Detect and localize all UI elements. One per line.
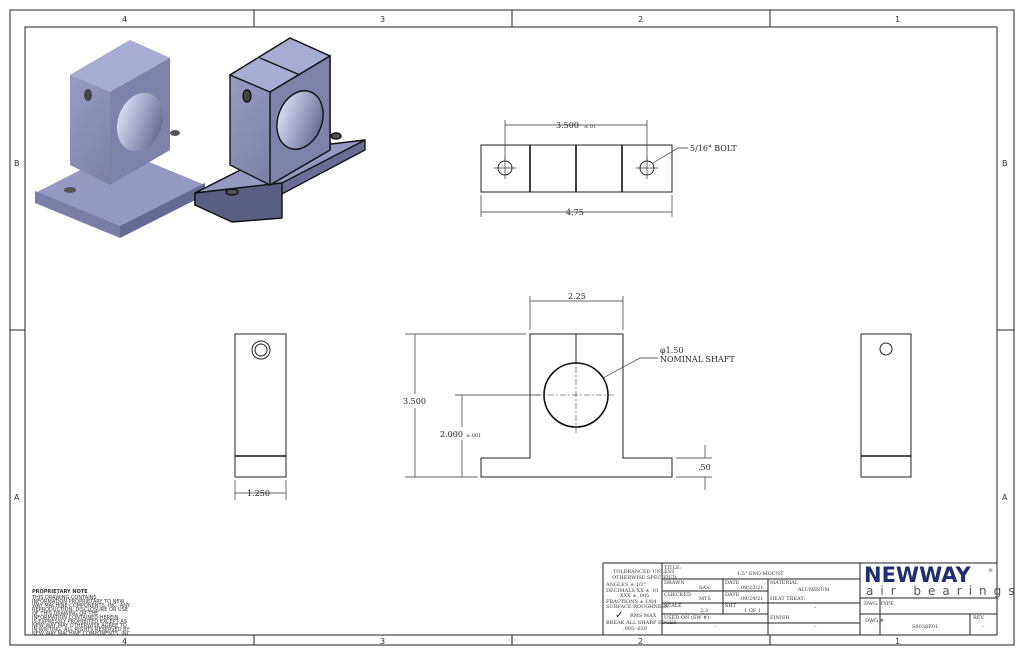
svg-text:B: B xyxy=(1002,159,1008,168)
svg-text:SHT: SHT xyxy=(725,603,737,609)
svg-text:CHECKED: CHECKED xyxy=(664,592,691,598)
svg-text:1 OF 1: 1 OF 1 xyxy=(744,608,761,614)
svg-text:FINISH: FINISH xyxy=(770,615,790,621)
dim-side-width: 1.250 xyxy=(247,489,270,498)
svg-text:±.01: ±.01 xyxy=(584,124,596,130)
drawing-title: 1.5" END MOUNT xyxy=(737,571,784,577)
svg-text:REV.: REV. xyxy=(973,615,985,621)
svg-text:–: – xyxy=(714,624,717,630)
left-side-view: 1.250 xyxy=(234,333,287,500)
drawing-number: S8038E01 xyxy=(912,624,938,630)
dim-length: 4.75 xyxy=(566,208,584,217)
shaft-note: NOMINAL SHAFT xyxy=(660,355,735,364)
svg-text:4: 4 xyxy=(122,15,127,24)
svg-text:±.001: ±.001 xyxy=(466,433,481,439)
svg-text:DATE: DATE xyxy=(725,580,740,586)
svg-text:ALUMINUM: ALUMINUM xyxy=(797,587,830,593)
svg-text:MTS: MTS xyxy=(699,596,711,602)
svg-text:NEW WAY MACHINE COMPONENTS, IN: NEW WAY MACHINE COMPONENTS, INC. xyxy=(32,631,132,637)
svg-text:DWG. TYPE: DWG. TYPE xyxy=(864,601,894,607)
svg-text:OTHERWISE SPECIFIED: OTHERWISE SPECIFIED xyxy=(612,575,676,581)
svg-text:2: 2 xyxy=(638,15,643,24)
svg-text:SURFACE ROUGHNESS: SURFACE ROUGHNESS xyxy=(606,604,669,610)
svg-text:INFORMATION PROPRIETARY TO NEW: INFORMATION PROPRIETARY TO NEW xyxy=(32,599,125,605)
svg-text:TITLE:: TITLE: xyxy=(664,565,682,571)
svg-text:air bearings: air bearings xyxy=(866,584,1022,598)
dim-bolt-spacing: 3.500 xyxy=(556,121,579,130)
svg-text:SCALE: SCALE xyxy=(664,603,682,609)
isometric-view-shaded xyxy=(35,40,205,238)
svg-text:2:3: 2:3 xyxy=(700,608,708,614)
bolt-note: 5/16" BOLT xyxy=(690,144,737,153)
svg-text:✓: ✓ xyxy=(615,610,623,621)
svg-text:OF THIS DRAWING OR THE: OF THIS DRAWING OR THE xyxy=(32,611,98,617)
svg-text:ANGLES ± 1/2°: ANGLES ± 1/2° xyxy=(605,582,647,588)
svg-text:1: 1 xyxy=(895,637,900,646)
svg-text:REPRODUCTION, DISCLOSURE OR US: REPRODUCTION, DISCLOSURE OR USE xyxy=(32,607,128,613)
svg-text:RMS MAX: RMS MAX xyxy=(630,613,657,619)
dim-upright-width: 2.25 xyxy=(568,292,586,301)
svg-text:3: 3 xyxy=(380,15,385,24)
svg-text:DRAWN: DRAWN xyxy=(664,580,685,586)
svg-text:SAS: SAS xyxy=(699,585,710,591)
svg-text:08/23/21: 08/23/21 xyxy=(741,585,763,591)
svg-text:USED ON (SW #):: USED ON (SW #): xyxy=(664,614,711,621)
svg-text:XXX ± .005: XXX ± .005 xyxy=(620,593,649,599)
title-block: TOLERANCED UNLESS OTHERWISE SPECIFIED AN… xyxy=(602,562,1022,636)
svg-text:09/24/21: 09/24/21 xyxy=(741,596,763,602)
shaft-diameter: φ1.50 xyxy=(660,346,683,355)
svg-text:MATERIAL: MATERIAL xyxy=(770,580,799,586)
svg-text:FRACTIONS ± 1/64: FRACTIONS ± 1/64 xyxy=(606,599,656,605)
svg-text:1: 1 xyxy=(895,15,900,24)
sheet-border xyxy=(9,9,1015,646)
svg-text:DATE: DATE xyxy=(725,592,740,598)
svg-text:PROPRIETARY NOTE: PROPRIETARY NOTE xyxy=(32,589,88,595)
dim-center-height: 2.000 xyxy=(440,430,463,439)
svg-text:3: 3 xyxy=(380,637,385,646)
svg-text:DECIMALS XX ± .01: DECIMALS XX ± .01 xyxy=(606,588,659,594)
svg-text:HEAT TREAT:: HEAT TREAT: xyxy=(770,596,806,602)
svg-text:IS EXPRESSLY PROHIBITED EXCEPT: IS EXPRESSLY PROHIBITED EXCEPT AS xyxy=(32,619,127,625)
svg-text:WAY MACHINE COMPONENTS, INC. A: WAY MACHINE COMPONENTS, INC. ANY xyxy=(32,603,131,609)
svg-text:.005-.020: .005-.020 xyxy=(623,626,647,632)
svg-text:4: 4 xyxy=(122,637,127,646)
top-view: 3.500 ±.01 4.75 5/16" BOLT xyxy=(480,120,737,217)
front-view: 2.25 3.500 2.000 ±.001 .50 φ1.50 NOMINAL… xyxy=(403,292,735,490)
right-side-view xyxy=(860,333,912,478)
newway-logo: NEWWAY xyxy=(864,563,972,587)
svg-text:A: A xyxy=(1002,493,1008,502)
dim-base-thickness: .50 xyxy=(698,463,711,472)
svg-text:A: A xyxy=(14,493,20,502)
zone-labels: 4 3 2 1 4 3 2 1 B A B A xyxy=(14,15,1008,646)
svg-text:THIS DRAWING CONTAINS: THIS DRAWING CONTAINS xyxy=(31,595,97,601)
svg-text:IN WRITING. ALL RIGHTS RESERVE: IN WRITING. ALL RIGHTS RESERVED BY xyxy=(32,627,130,633)
svg-text:2: 2 xyxy=(638,637,643,646)
svg-text:B: B xyxy=(14,159,20,168)
svg-text:–: – xyxy=(814,624,817,630)
svg-text:TOLERANCED UNLESS: TOLERANCED UNLESS xyxy=(613,569,675,575)
svg-text:®: ® xyxy=(988,567,993,574)
dim-height: 3.500 xyxy=(403,397,426,406)
svg-text:NEW WAY MAY OTHERWISE AGREE TO: NEW WAY MAY OTHERWISE AGREE TO xyxy=(32,623,127,629)
svg-text:–: – xyxy=(982,624,985,630)
svg-text:–: – xyxy=(814,605,817,611)
svg-text:BREAK ALL SHARP EDGES: BREAK ALL SHARP EDGES xyxy=(606,620,677,626)
isometric-view-edges xyxy=(194,37,366,223)
svg-text:INFORMATION CONTAINED HEREIN: INFORMATION CONTAINED HEREIN xyxy=(32,615,119,621)
svg-text:DWG #: DWG # xyxy=(865,618,884,624)
proprietary-note: PROPRIETARY NOTE THIS DRAWING CONTAINS I… xyxy=(31,589,132,637)
